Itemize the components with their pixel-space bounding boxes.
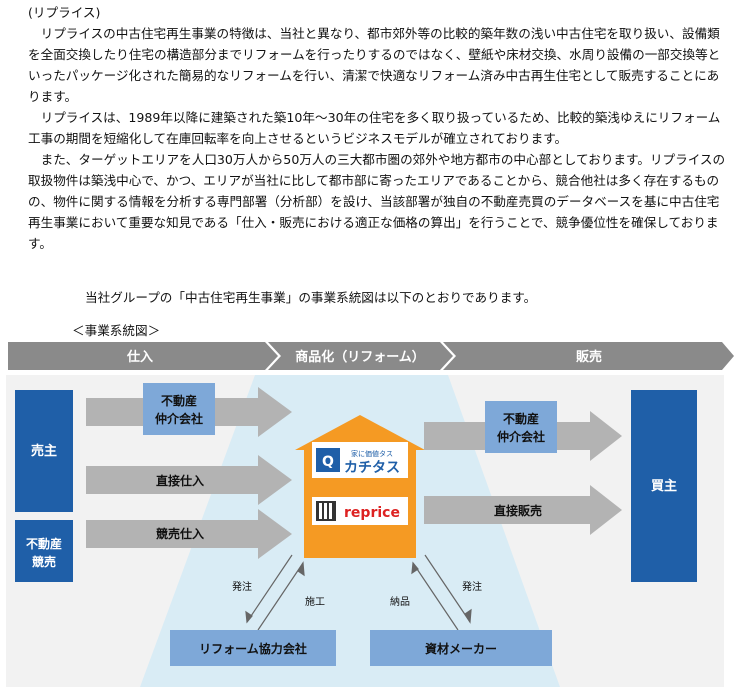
delivery-label: 納品 (390, 595, 410, 608)
reform-partner-box (170, 630, 336, 666)
business-flow-diagram: 仕入 商品化（リフォーム） 販売 売主 不動産 競売 不動産 仲介会社 直接仕入… (6, 342, 734, 687)
broker-out-line2: 仲介会社 (497, 429, 545, 444)
auction-in-arrow (86, 509, 292, 559)
stage-header: 仕入 商品化（リフォーム） 販売 (8, 342, 734, 370)
auction-label-line1: 不動産 (26, 536, 62, 551)
order-label-1: 発注 (232, 580, 252, 593)
broker-in-line2: 仲介会社 (155, 411, 203, 426)
partner-flow-lines (245, 554, 472, 631)
direct-out-arrow (424, 485, 622, 535)
paragraph-3: また、ターゲットエリアを人口30万人から50万人の三大都市圏の郊外や地方都市の中… (28, 152, 726, 251)
svg-text:Q: Q (322, 454, 334, 470)
section-heading: (リプライス) (28, 5, 101, 20)
seller-box (15, 390, 73, 512)
stage-reform-label: 商品化（リフォーム） (295, 349, 425, 365)
material-maker-box (370, 630, 552, 666)
material-maker-label: 資材メーカー (425, 641, 497, 656)
direct-in-label: 直接仕入 (156, 473, 204, 488)
reform-partner-label: リフォーム協力会社 (199, 641, 307, 656)
reprice-wordmark: reprice (344, 505, 400, 521)
stage-sales-band (443, 342, 734, 370)
direct-out-label: 直接販売 (494, 503, 542, 518)
kachitas-mark-icon (316, 448, 340, 472)
stage-purchase-band (8, 342, 278, 370)
auction-label-line2: 競売 (32, 554, 56, 569)
broker-out-line1: 不動産 (503, 411, 539, 426)
buyer-label: 買主 (651, 478, 677, 494)
auction-in-label: 競売仕入 (156, 526, 204, 541)
paragraph-1: リプライスの中古住宅再生事業の特徴は、当社と異なり、都市郊外等の比較的築年数の浅… (28, 26, 721, 104)
stage-purchase-label: 仕入 (126, 349, 153, 365)
kachitas-tagline: 家に価値タス (351, 449, 393, 458)
direct-in-arrow (86, 455, 292, 505)
stage-sales-label: 販売 (576, 349, 602, 365)
broker-out-box (485, 401, 557, 453)
paragraph-2: リプライスは、1989年以降に建築された築10年～30年の住宅を多く取り扱ってい… (28, 110, 721, 146)
order-label-2: 発注 (462, 580, 482, 593)
broker-in-box (143, 383, 215, 435)
construction-label: 施工 (305, 595, 325, 608)
broker-in-line1: 不動産 (161, 393, 197, 408)
buyer-box (631, 390, 697, 582)
kachitas-wordmark: カチタス (344, 460, 400, 476)
diagram-caption: ＜事業系統図＞ (72, 323, 161, 338)
auction-box (15, 520, 73, 582)
group-sentence: 当社グループの「中古住宅再生事業」の事業系統図は以下のとおりであります。 (85, 290, 537, 305)
reprice-mark-icon (316, 501, 336, 521)
stage-reform-band (268, 342, 453, 370)
seller-label: 売主 (31, 443, 57, 459)
